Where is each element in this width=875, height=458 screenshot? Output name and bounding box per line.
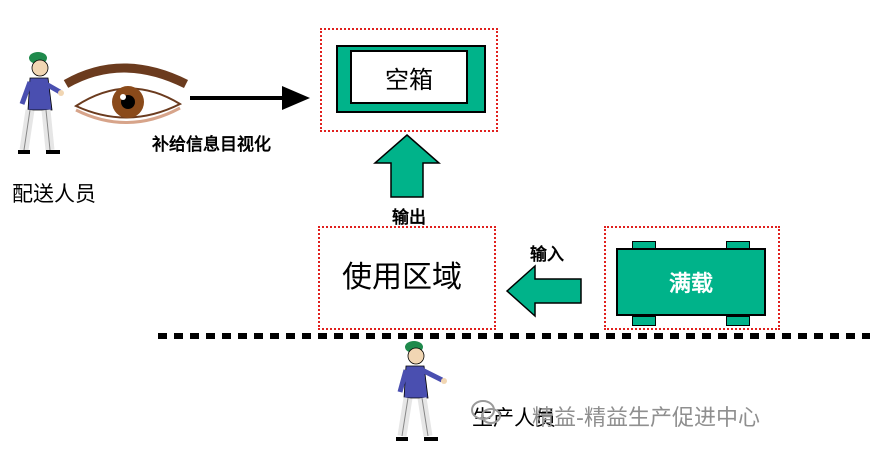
output-arrow (373, 134, 441, 198)
empty-box: 空箱 (350, 50, 468, 104)
visual-replenish-label: 补给信息目视化 (152, 135, 271, 155)
usage-area-label: 使用区域 (342, 260, 462, 295)
output-label: 输出 (392, 208, 426, 228)
empty-box-area (320, 28, 498, 132)
wheel (632, 316, 656, 326)
full-load-area (604, 226, 780, 330)
eye-icon (63, 63, 189, 124)
delivery-person-label: 配送人员 (12, 182, 96, 206)
input-label: 输入 (530, 245, 564, 265)
boundary-line (158, 333, 870, 339)
wheel (726, 316, 750, 326)
input-arrow (505, 264, 582, 318)
usage-area (318, 226, 496, 330)
wechat-logo-icon (471, 400, 501, 424)
delivery-person-figure (18, 52, 64, 154)
empty-box-label: 空箱 (385, 65, 433, 94)
watermark-text: 精益-精益生产促进中心 (532, 406, 760, 431)
full-load-truck: 满载 (616, 248, 766, 316)
visual-info-arrow (190, 86, 310, 110)
production-person-figure (396, 341, 447, 441)
full-load-label: 满载 (668, 272, 713, 297)
